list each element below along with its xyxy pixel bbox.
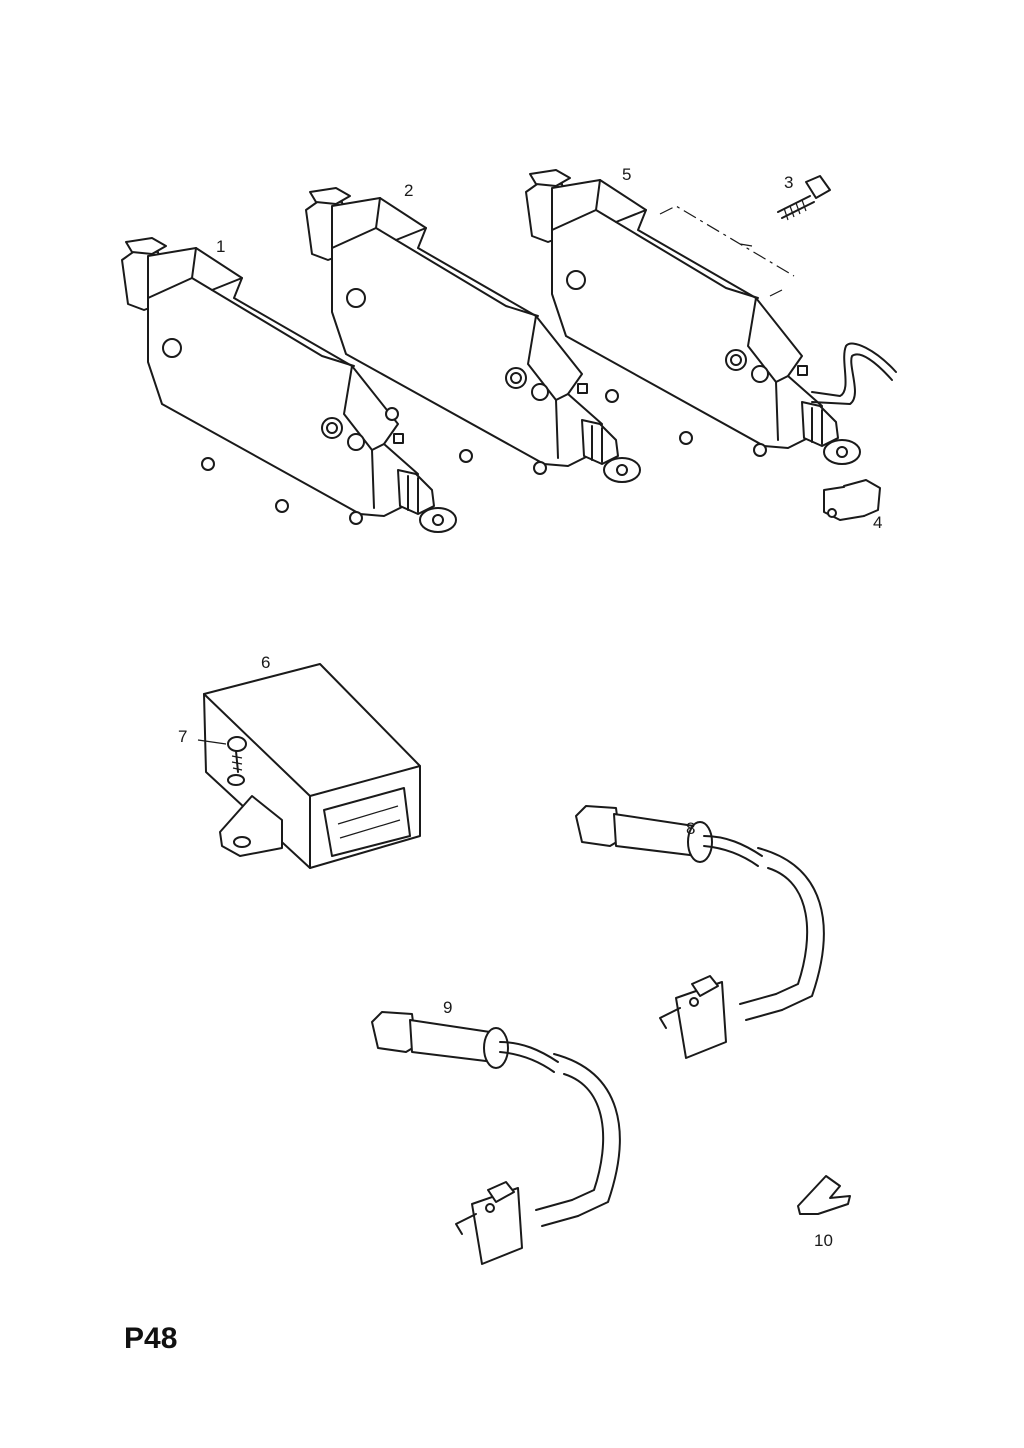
callout-2: 2 [404, 181, 413, 200]
callout-9: 9 [443, 998, 452, 1017]
callout-1: 1 [216, 237, 225, 256]
callout-3: 3 [784, 173, 793, 192]
callout-6: 6 [261, 653, 270, 672]
part-10-clip [797, 1175, 851, 1215]
part-7-screw [197, 736, 247, 786]
callout-5: 5 [622, 165, 631, 184]
part-9-switch-with-cable [371, 1011, 621, 1265]
callout-7: 7 [178, 727, 187, 746]
part-4-clip [823, 479, 881, 521]
callout-4: 4 [873, 513, 882, 532]
part-8-switch-with-cable [575, 805, 825, 1059]
page-code: P48 [124, 1322, 178, 1355]
part-3-screw [777, 175, 831, 221]
callout-10: 10 [814, 1231, 833, 1250]
part-5-actuator-rod [811, 342, 897, 397]
assembly-line [659, 205, 795, 297]
part-6-control-unit [203, 663, 421, 869]
callout-8: 8 [686, 819, 695, 838]
